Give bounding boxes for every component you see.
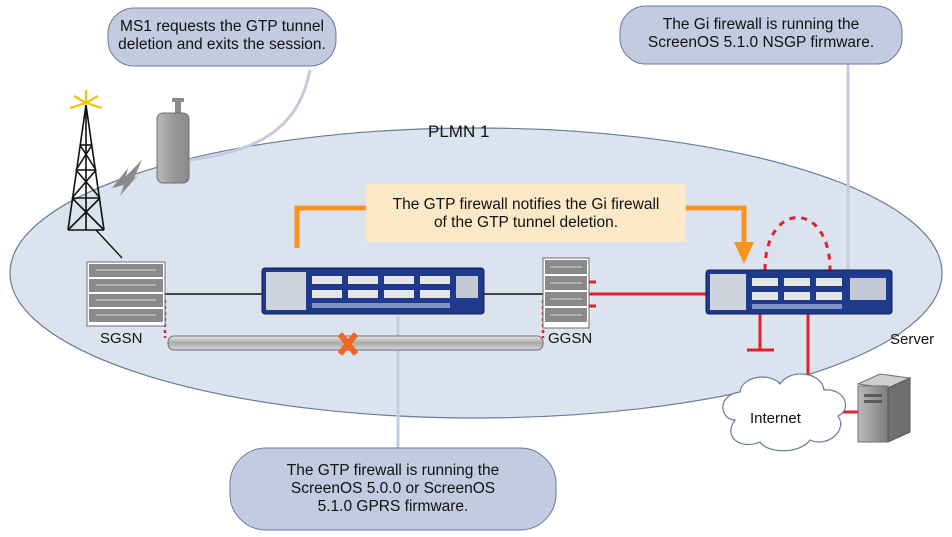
gi-firewall-callout-line: ScreenOS 5.1.0 NSGP firmware. <box>647 34 875 51</box>
gtp-firewall-callout-text: The GTP firewall is running the ScreenOS… <box>230 462 556 516</box>
ms1-callout-line: deletion and exits the session. <box>118 36 326 53</box>
ms1-callout-line: MS1 requests the GTP tunnel <box>120 18 324 35</box>
tower-link <box>95 229 123 259</box>
lightning-icon <box>112 160 142 196</box>
notify-callout-text: The GTP firewall notifies the Gi firewal… <box>366 196 686 232</box>
gi-firewall-callout-line: The Gi firewall is running the <box>662 16 860 33</box>
gi-firewall-callout-text: The Gi firewall is running the ScreenOS … <box>620 16 902 52</box>
ms1-callout <box>107 7 337 67</box>
ms1-callout-text: MS1 requests the GTP tunnel deletion and… <box>108 18 336 54</box>
cross-icon <box>337 332 359 356</box>
server-label: Server <box>890 331 935 348</box>
gtp-firewall-callout-line: ScreenOS 5.0.0 or ScreenOS <box>290 480 496 497</box>
plmn-label: PLMN 1 <box>428 122 490 141</box>
server-icon <box>856 373 912 443</box>
mobile-phone-icon <box>156 98 190 184</box>
ggsn-router-icon <box>542 257 590 329</box>
cloud-icon <box>722 373 847 452</box>
notify-callout-line: of the GTP tunnel deletion. <box>433 214 619 231</box>
notify-callout-line: The GTP firewall notifies the Gi firewal… <box>392 196 660 213</box>
internet-label: Internet <box>750 410 801 427</box>
notify-callout <box>366 184 686 242</box>
ggsn-label: GGSN <box>548 330 593 347</box>
sgsn-label: SGSN <box>100 330 143 347</box>
gi-firewall-callout <box>619 5 903 65</box>
tower-spark-icon <box>69 90 103 110</box>
gtp-firewall-icon <box>261 267 485 315</box>
gtp-firewall-callout-line: 5.1.0 GPRS firmware. <box>317 498 469 515</box>
gi-firewall-icon <box>705 269 893 315</box>
sgsn-router-icon <box>86 261 166 327</box>
gtp-firewall-callout-line: The GTP firewall is running the <box>286 462 500 479</box>
gi-loop <box>763 216 832 271</box>
gtp-firewall-callout <box>229 447 557 531</box>
cell-tower-icon <box>67 104 105 231</box>
ms1-callout-pointer <box>189 69 312 162</box>
